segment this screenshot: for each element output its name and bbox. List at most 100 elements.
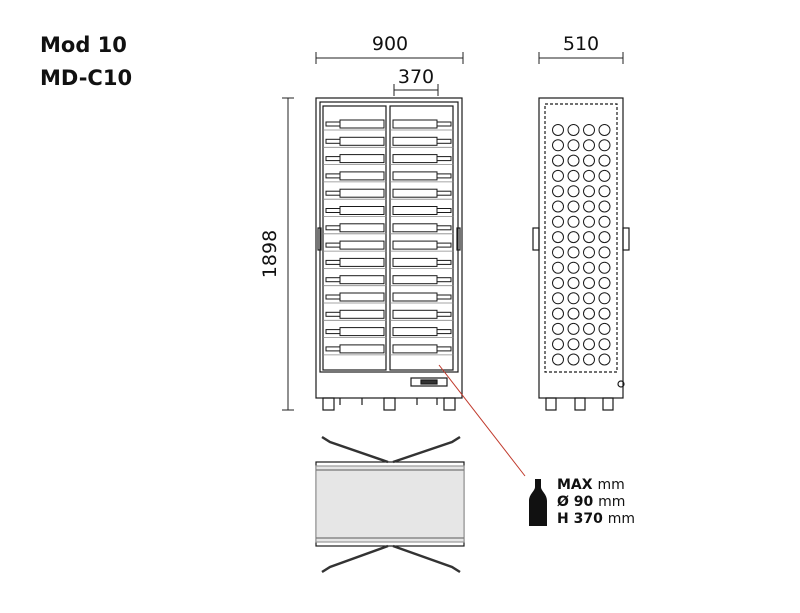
bottle-end [567, 154, 580, 167]
spec-height: H 370 mm [557, 511, 635, 527]
bottle-end [598, 231, 611, 244]
bottle-end [567, 215, 580, 228]
depth-label: 510 [563, 33, 599, 55]
bottle-end [583, 246, 595, 259]
bottle-end [567, 169, 580, 182]
front-bottle-shelves [323, 119, 454, 356]
spec-max: MAX mm [557, 477, 625, 493]
left-door [322, 105, 387, 371]
bottle [323, 275, 387, 287]
bottle [390, 240, 454, 252]
bottle-end [583, 261, 595, 274]
front-foot-3 [443, 397, 456, 411]
bottle [323, 188, 387, 200]
bottle-end [598, 338, 611, 351]
bottle [323, 223, 387, 235]
bottle-end [552, 277, 564, 289]
door-width-label: 370 [398, 66, 434, 88]
side-foot-3 [602, 397, 614, 411]
width-dimension [315, 52, 464, 64]
bottle-end [567, 292, 580, 305]
model-title: Mod 10 [40, 33, 127, 57]
bottle [390, 136, 454, 148]
bottle-end [567, 338, 580, 351]
bottle-end [598, 353, 611, 366]
bottle-end [552, 139, 564, 152]
bottle-end [567, 124, 580, 136]
height-dimension [282, 97, 294, 411]
bottle-end [598, 169, 611, 182]
bottle-end [567, 353, 580, 366]
bottle-end [567, 322, 580, 335]
door-width-dimension [393, 84, 439, 96]
bottle [323, 292, 387, 304]
bottle-end [583, 353, 595, 366]
bottle [323, 136, 387, 148]
front-foot-1 [322, 397, 335, 411]
bottle-end [552, 292, 564, 305]
bottle [390, 206, 454, 217]
bottle-end [567, 261, 580, 274]
side-foot-1 [545, 397, 557, 411]
bottle-end [583, 338, 595, 351]
top-view-shelf [315, 435, 465, 574]
bottle [323, 206, 387, 217]
bottle-end [598, 200, 611, 213]
bottle-end [567, 307, 580, 320]
height-label: 1898 [259, 230, 281, 278]
leader-line [438, 364, 526, 477]
depth-dimension [538, 52, 624, 64]
bottle [390, 327, 454, 339]
bottle-end [598, 307, 611, 320]
bottle-end [598, 261, 611, 274]
bottle [390, 154, 454, 166]
bottle-end [598, 292, 611, 305]
right-door [389, 105, 454, 371]
bottle-end [598, 322, 611, 335]
bottle-end [552, 169, 564, 182]
bottle-end [567, 277, 580, 289]
bottle-end [552, 185, 564, 198]
bottle [323, 154, 387, 166]
bottle [323, 309, 387, 321]
bottle [323, 171, 387, 183]
bottle-end [583, 154, 595, 167]
bottle-end [598, 246, 611, 259]
bottle-end [552, 215, 564, 228]
bottle-end [567, 200, 580, 213]
bottle [323, 344, 387, 356]
bottle-end [567, 139, 580, 152]
bottle-end [583, 200, 595, 213]
bottle-end [598, 215, 611, 228]
bottle [390, 344, 454, 356]
bottle [390, 257, 454, 269]
bottle-end [583, 277, 595, 289]
bottle-end [552, 154, 564, 167]
bottle-end [583, 322, 595, 335]
bottle-end [552, 231, 564, 244]
bottle-end [598, 277, 611, 289]
bottle-end [552, 200, 564, 213]
bottle-end [552, 124, 564, 136]
bottle [390, 309, 454, 321]
bottle [323, 119, 387, 131]
bottle-end [598, 139, 611, 152]
width-label: 900 [372, 33, 408, 55]
bottle-end [552, 353, 564, 366]
spec-diameter: Ø 90 mm [557, 494, 626, 510]
bottle-end [583, 185, 595, 198]
bottle [390, 292, 454, 304]
side-bottle-grid [552, 124, 611, 366]
bottle [390, 275, 454, 287]
bottle [323, 240, 387, 252]
front-view [315, 97, 463, 411]
bottle [390, 223, 454, 235]
bottle-end [552, 322, 564, 335]
bottle-end [567, 185, 580, 198]
bottle-end [598, 124, 611, 136]
bottle [390, 119, 454, 131]
bottle [323, 257, 387, 269]
bottle [323, 327, 387, 339]
side-view [532, 97, 630, 411]
control-panel [410, 377, 448, 387]
